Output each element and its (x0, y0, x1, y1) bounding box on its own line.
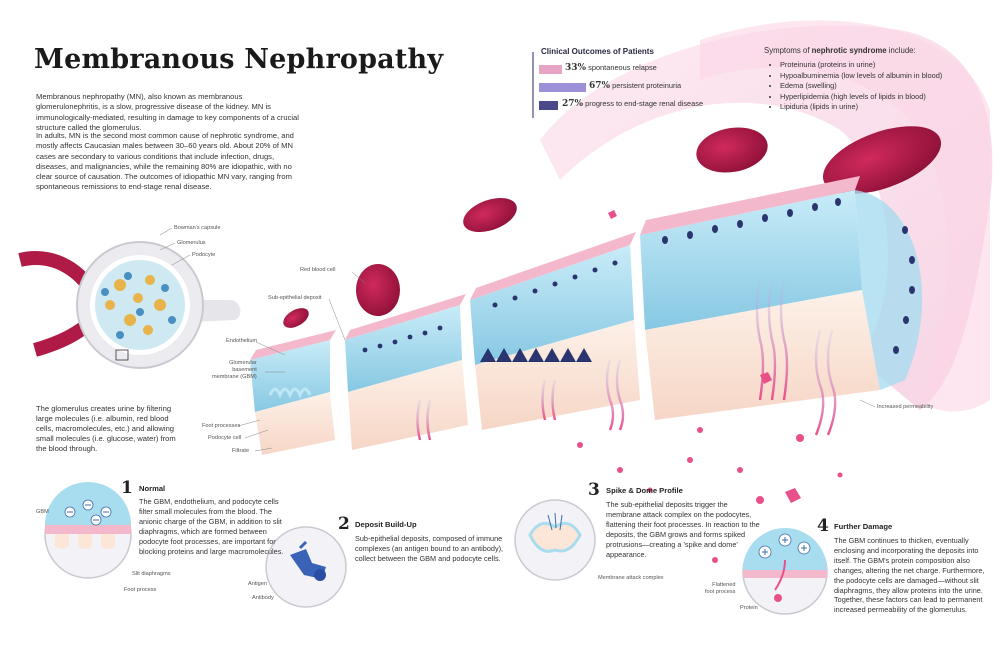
step-3-heading: Spike & Dome Profile (606, 486, 683, 495)
step-4-heading: Further Damage (834, 522, 893, 531)
label-filtrate: Filtrate (232, 448, 250, 454)
label-slit-diaphragms: Slit diaphragms (132, 571, 171, 577)
label-bowmans-capsule: Bowman's capsule (174, 225, 221, 231)
step-1-text: The GBM, endothelium, and podocyte cells… (139, 497, 284, 556)
outcome-row: 67% persistent proteinuria (589, 81, 681, 91)
label-subepithelial-deposit: Sub-epithelial deposit (268, 295, 322, 301)
label-foot-processes: Foot processes (202, 423, 241, 429)
label-increased-permeability: Increased permeability (877, 404, 934, 410)
label-glomerulus: Glomerulus (177, 240, 206, 246)
glomerulus-illustration (18, 227, 241, 369)
outcome-row: 27% progress to end-stage renal disease (562, 99, 703, 109)
label-red-blood-cell: Red blood cell (300, 267, 336, 273)
step2-illustration (265, 526, 347, 608)
glomerulus-description: The glomerulus creates urine by filterin… (36, 404, 176, 453)
step-1-number: 1 (121, 478, 133, 498)
label-endothelium: Endothelium (226, 338, 258, 344)
step1-illustration (44, 482, 132, 579)
segment-spike-dome (470, 232, 640, 430)
outcomes-title: Clinical Outcomes of Patients (541, 47, 654, 56)
symptoms-list: Proteinuria (proteins in urine) Hypoalbu… (770, 60, 942, 113)
intro-paragraph-1: Membranous nephropathy (MN), also known … (36, 92, 299, 132)
step-3-number: 3 (588, 480, 600, 500)
label-podocyte: Podocyte (192, 252, 216, 258)
step-4-text: The GBM continues to thicken, eventually… (834, 536, 985, 615)
outcome-percent: 33% (565, 63, 587, 73)
symptom-item: Edema (swelling) (780, 81, 942, 92)
outcome-bar (539, 101, 558, 110)
label-step1-gbm: GBM (36, 509, 49, 515)
outcome-row: 33% spontaneous relapse (565, 63, 657, 73)
step-3-text: The sub-epithelial deposits trigger the … (606, 500, 760, 559)
outcome-label: spontaneous relapse (588, 63, 657, 72)
step4-illustration (742, 528, 828, 615)
label-antigen: Antigen (248, 581, 267, 587)
symptom-item: Lipiduria (lipids in urine) (780, 102, 942, 113)
symptom-item: Hyperlipidemia (high levels of lipids in… (780, 92, 942, 103)
step3-illustration (514, 499, 596, 581)
outcome-bar (539, 65, 562, 74)
rbc-large-1 (822, 126, 942, 194)
segment-deposit (345, 294, 468, 450)
outcome-label: progress to end-stage renal disease (585, 99, 704, 108)
segment-normal (250, 330, 336, 455)
outcome-label: persistent proteinuria (612, 81, 682, 90)
step-2-text: Sub-epithelial deposits, composed of imm… (355, 534, 504, 563)
intro-paragraph-2: In adults, MN is the second most common … (36, 131, 294, 192)
outcome-percent: 27% (562, 99, 584, 109)
symptom-item: Proteinuria (proteins in urine) (780, 60, 942, 71)
outcome-bar (539, 83, 586, 92)
outcome-percent: 67% (589, 81, 611, 91)
step-4-number: 4 (817, 516, 829, 536)
page-title: Membranous Nephropathy (34, 44, 444, 75)
label-antibody: Antibody (252, 595, 274, 601)
step-1-heading: Normal (139, 484, 166, 493)
label-protein: Protein (740, 605, 758, 611)
label-membrane-attack-complex: Membrane attack complex (598, 575, 664, 581)
symptom-item: Hypoalbuminemia (low levels of albumin i… (780, 71, 942, 82)
step-2-number: 2 (338, 514, 350, 534)
step-2-heading: Deposit Build-Up (355, 520, 417, 529)
protein-dots (577, 210, 843, 563)
symptoms-title: Symptoms of nephrotic syndrome include: (764, 46, 916, 55)
label-foot-process: Foot process (124, 587, 157, 593)
label-podocyte-cell: Podocyte cell (208, 435, 242, 441)
